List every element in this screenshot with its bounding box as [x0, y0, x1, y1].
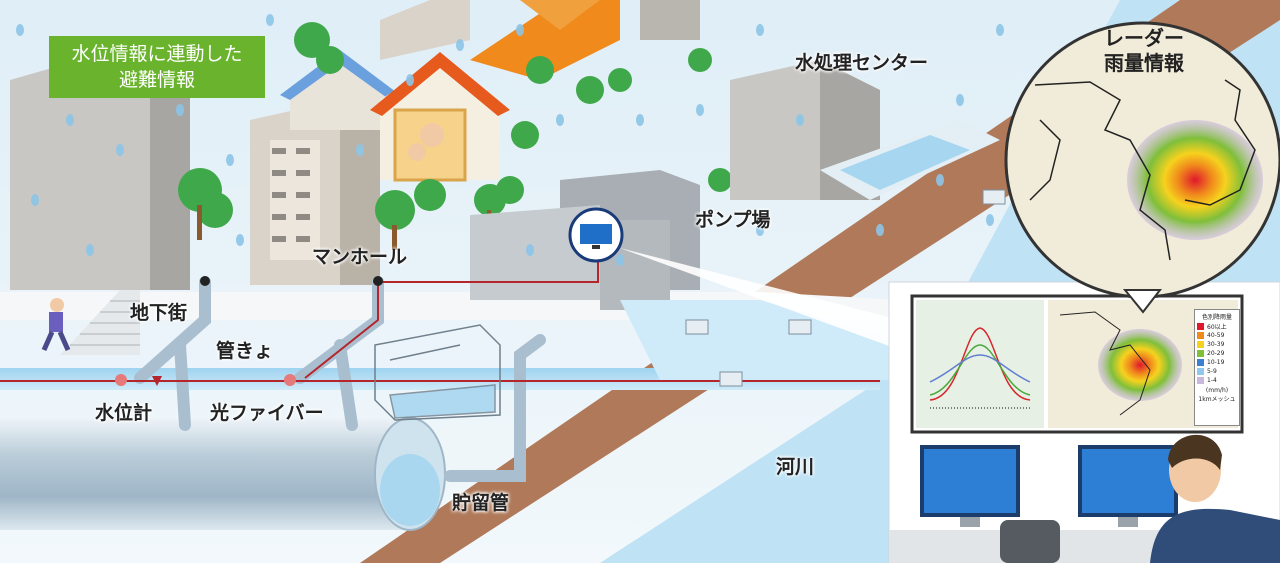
monitor-radar: [1059, 311, 1182, 416]
outflow-gates: [685, 189, 1006, 387]
manhole-label: マンホール: [312, 246, 408, 268]
city-buildings: [10, 0, 1000, 310]
radar-map: [1004, 21, 1280, 314]
legend-item: 1-4: [1195, 376, 1239, 385]
legend-item-label: 60以上: [1207, 324, 1227, 331]
operator-person: [1150, 434, 1280, 563]
manhole-right: [373, 276, 383, 286]
callout-pointer: [620, 248, 900, 350]
underground-mall-label: 地下街: [130, 302, 188, 324]
legend-item-label: 30-39: [1207, 341, 1225, 348]
legend-item-label: 10-19: [1207, 359, 1225, 366]
legend-item-label: 40-59: [1207, 332, 1225, 339]
legend-swatch: [1197, 350, 1204, 357]
legend-swatch: [1197, 341, 1204, 348]
water-level-marker: [152, 376, 162, 386]
pump-monitor-icon: [568, 207, 624, 263]
legend-item-label: 20-29: [1207, 350, 1225, 357]
legend-item: 30-39: [1195, 340, 1239, 349]
optical-fiber-label: 光ファイバー: [210, 402, 324, 424]
storage-tank: [374, 324, 501, 421]
evacuation-line-2: 避難情報: [118, 69, 195, 91]
legend-swatch: [1197, 332, 1204, 339]
water-treatment-center-label: 水処理センター: [795, 52, 929, 74]
storage-pipe-label: 貯留管: [452, 492, 510, 514]
legend-item: 40-59: [1195, 331, 1239, 340]
legend-unit: (mm/h): [1205, 387, 1229, 394]
legend-mesh: 1kmメッシュ: [1198, 396, 1236, 403]
legend-swatch: [1197, 323, 1204, 330]
evacuation-line-1: 水位情報に連動した: [71, 43, 243, 65]
radar-title-line-2: 雨量情報: [1104, 51, 1184, 75]
legend-item: 10-19: [1195, 358, 1239, 367]
stairs: [60, 290, 140, 355]
legend-swatch: [1197, 377, 1204, 384]
manhole-left: [200, 276, 210, 286]
legend-swatch: [1197, 359, 1204, 366]
legend-item-label: 5-9: [1207, 368, 1217, 375]
sensor-right: [284, 374, 296, 386]
legend-item: 20-29: [1195, 349, 1239, 358]
storage-tunnel: [0, 417, 446, 531]
radar-title-line-1: レーダー: [1104, 26, 1184, 50]
water-level-gauge-label: 水位計: [95, 402, 153, 424]
radar-title: レーダー 雨量情報: [1076, 26, 1212, 76]
sewer-pipe-label: 管きょ: [216, 340, 274, 362]
pump-station-label: ポンプ場: [695, 209, 771, 231]
legend-item: 60以上: [1195, 322, 1239, 331]
river-label: 河川: [776, 456, 815, 478]
legend-title: 色別降雨量: [1201, 314, 1232, 321]
legend-swatch: [1197, 368, 1204, 375]
running-person: [41, 298, 71, 352]
monitor-curves: [929, 327, 1032, 409]
legend-item: 5-9: [1195, 367, 1239, 376]
legend-item-label: 1-4: [1207, 377, 1217, 384]
sensor-left: [115, 374, 127, 386]
evacuation-info-box: 水位情報に連動した 避難情報: [49, 36, 265, 98]
